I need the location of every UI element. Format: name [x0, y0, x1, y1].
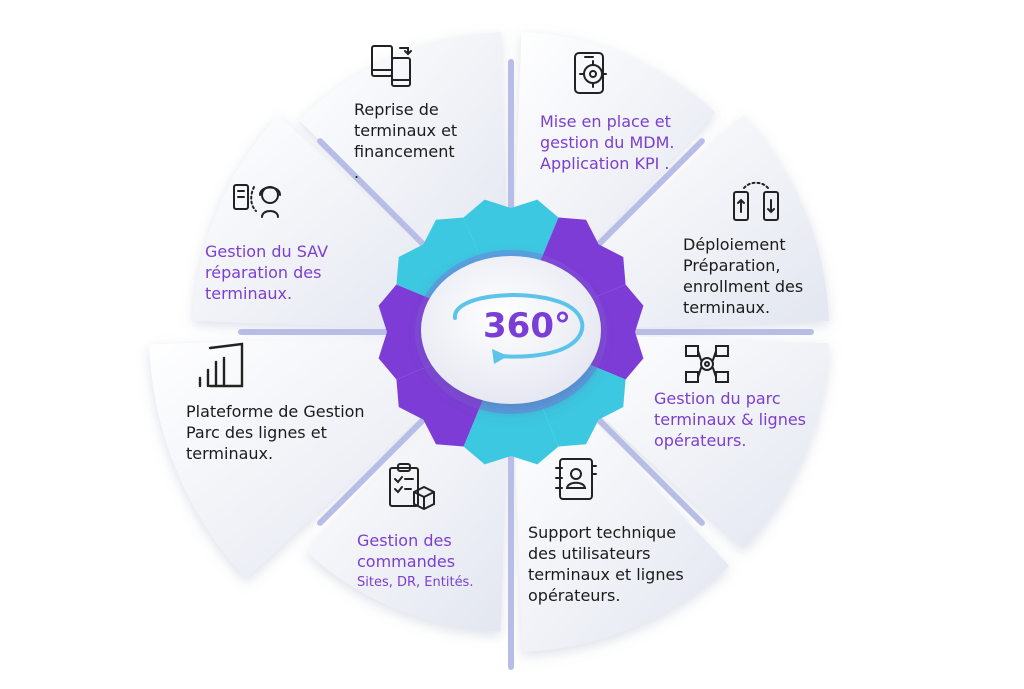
- label-deploiement: Déploiement Préparation, enrollment des …: [683, 234, 803, 318]
- label-line: réparation des: [205, 263, 322, 282]
- label-line: Parc des lignes et: [186, 423, 327, 442]
- label-line: Support technique: [528, 523, 677, 542]
- wheel-segment-sav: [193, 115, 460, 330]
- label-commandes: Gestion des commandes Sites, DR, Entités…: [357, 530, 473, 593]
- label-line: Gestion du SAV: [205, 242, 329, 261]
- center-disc: [421, 256, 601, 404]
- wheel-segment-parc: [562, 334, 829, 549]
- label-line: Application KPI .: [540, 154, 670, 173]
- wheel-spoke: [317, 399, 444, 526]
- network-gear-icon: [684, 344, 730, 384]
- label-line: Gestion des: [357, 531, 452, 550]
- tablet-phone-swap-icon: [368, 42, 416, 90]
- label-line: terminaux.: [186, 444, 274, 463]
- label-line: terminaux et: [354, 121, 458, 140]
- label-parc: Gestion du parc terminaux & lignes opéra…: [654, 388, 806, 451]
- label-line: enrollment des: [683, 277, 804, 296]
- clipboard-box-icon: [386, 462, 436, 510]
- label-line: gestion du MDM.: [540, 133, 675, 152]
- label-plateforme: Plateforme de Gestion Parc des lignes et…: [186, 401, 365, 464]
- label-line: terminaux.: [205, 284, 293, 303]
- label-line: Plateforme de Gestion: [186, 402, 365, 421]
- label-line: Mise en place et: [540, 112, 671, 131]
- wheel-spokes: [238, 59, 814, 670]
- wheel-spoke: [578, 399, 705, 526]
- label-mdm: Mise en place et gestion du MDM. Applica…: [540, 111, 674, 174]
- label-line: Gestion du parc: [654, 389, 781, 408]
- label-line: des utilisateurs: [528, 544, 651, 563]
- label-reprise: Reprise de terminaux et financement .: [354, 99, 457, 183]
- label-line: terminaux.: [683, 298, 771, 317]
- wheel-spoke: [317, 138, 444, 265]
- label-line: opérateurs.: [528, 586, 621, 605]
- center-label: 360°: [483, 306, 571, 346]
- label-subline: Sites, DR, Entités.: [357, 575, 474, 590]
- label-line: Reprise de: [354, 100, 439, 119]
- center-hub: 360°: [421, 256, 601, 404]
- contact-book-icon: [554, 456, 598, 502]
- headset-support-icon: [232, 177, 284, 221]
- label-line: Déploiement: [683, 235, 786, 254]
- orbit-arrow-icon: [453, 293, 585, 359]
- label-sav: Gestion du SAV réparation des terminaux.: [205, 241, 328, 304]
- label-line: terminaux & lignes: [654, 410, 807, 429]
- orbit-arrowhead-icon: [492, 349, 508, 364]
- wheel-segment-plateforme: [149, 334, 460, 579]
- label-line: financement: [354, 142, 455, 161]
- wheel-segment-deploiement: [562, 115, 829, 330]
- label-line: .: [354, 163, 360, 182]
- power-bi-icon: [196, 340, 248, 390]
- label-line: Préparation,: [683, 256, 781, 275]
- phones-sync-icon: [730, 180, 782, 224]
- label-line: commandes: [357, 552, 456, 571]
- wheel-spoke: [578, 138, 705, 265]
- label-line: opérateurs.: [654, 431, 747, 450]
- wheel-segment-support: [513, 383, 730, 652]
- label-line: terminaux et lignes: [528, 565, 684, 584]
- label-support: Support technique des utilisateurs termi…: [528, 522, 684, 606]
- phone-settings-icon: [567, 50, 615, 98]
